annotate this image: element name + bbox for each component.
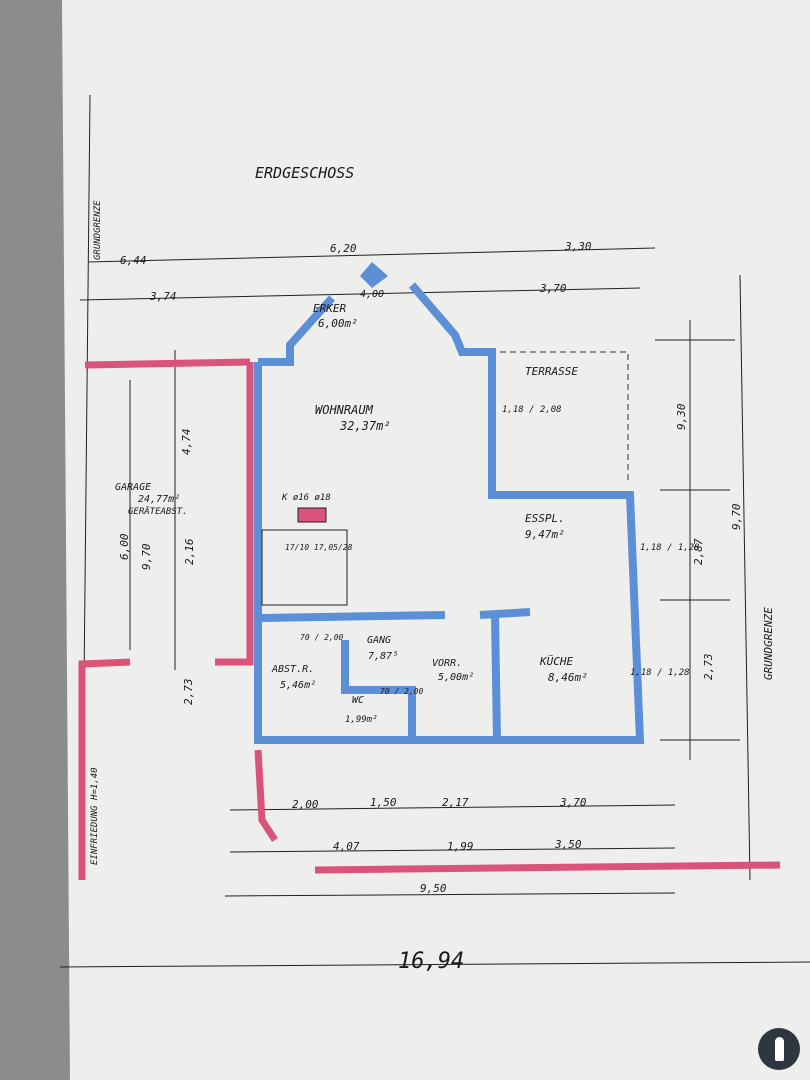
grundgrenze-right: GRUNDGRENZE — [762, 607, 775, 680]
dim-top-4: 3,74 — [149, 290, 177, 303]
room-area-vorr: 5,00m² — [438, 672, 474, 683]
grundgrenze-left: GRUNDGRENZE — [93, 200, 103, 260]
erker-apex — [360, 262, 388, 288]
door-label-wc: 70 / 2,00 — [380, 687, 424, 696]
door-label-gang: 70 / 2,00 — [300, 633, 344, 642]
dim-overall: 16,94 — [398, 949, 464, 974]
window-label-1: 1,18 / 2,08 — [502, 405, 562, 415]
einfriedung-label: EINFRIEDUNG H=1,40 — [90, 767, 100, 865]
dim-top-3: 3,30 — [564, 240, 592, 253]
room-name-esspl: ESSPL. — [525, 512, 565, 525]
stair — [261, 529, 348, 606]
dim-garage-3: 9,70 — [140, 543, 153, 570]
room-area-kueche: 8,46m² — [548, 671, 588, 684]
room-area-gang: 7,87⁵ — [368, 651, 398, 662]
dim-bottom-4: 3,70 — [559, 796, 587, 809]
dim-bottom-2: 1,50 — [370, 796, 397, 809]
dim-right-2: 2,87 — [692, 538, 705, 565]
terrasse-outline — [500, 351, 629, 480]
dim-top-1: 6,44 — [120, 254, 147, 267]
interior-walls — [254, 282, 645, 744]
dim-top-5: 4,00 — [360, 289, 384, 300]
plan-title: ERDGESCHOSS — [255, 164, 354, 182]
dim-bottom-3: 2,17 — [442, 796, 469, 809]
dim-garage-1: 4,74 — [180, 429, 193, 456]
room-name-kueche: KÜCHE — [539, 655, 573, 668]
dim-bottom-5: 4,07 — [333, 840, 360, 853]
room-name-abstr: ABST.R. — [271, 664, 314, 675]
dim-bottom-total: 9,50 — [420, 882, 447, 895]
stair-label: 17/10 17,05/28 — [285, 543, 353, 552]
room-area-wohnraum: 32,37m² — [339, 419, 391, 433]
dim-right-3: 2,73 — [702, 654, 715, 681]
exterior-walls — [78, 358, 781, 880]
dim-bottom-7: 3,50 — [554, 838, 582, 851]
room-note-garage: GERÄTEABST. — [128, 506, 188, 517]
room-area-abstr: 5,46m² — [280, 680, 316, 691]
room-area-erker: 6,00m² — [318, 317, 358, 330]
dim-top-6: 3,70 — [539, 282, 567, 295]
room-name-vorr: VORR. — [432, 658, 462, 669]
dim-garage-4: 2,16 — [183, 538, 196, 565]
room-area-garage: 24,77m² — [138, 494, 180, 505]
dim-right-1: 9,30 — [675, 403, 688, 430]
dim-garage-2: 6,00 — [118, 533, 131, 560]
dim-garage-5: 2,73 — [182, 679, 195, 706]
chimney — [297, 507, 327, 523]
watermark-logo-icon — [758, 1028, 800, 1070]
room-area-esspl: 9,47m² — [525, 528, 565, 541]
room-name-terrasse: TERRASSE — [525, 365, 578, 378]
window-label-2: 1,18 / 1,28 — [640, 543, 700, 553]
room-area-wc: 1,99m² — [345, 715, 378, 725]
room-name-wohnraum: WOHNRAUM — [315, 403, 374, 417]
dim-bottom-1: 2,00 — [292, 798, 319, 811]
chimney-label: K ø16 ø18 — [281, 493, 331, 503]
dim-right-4: 9,70 — [730, 503, 743, 530]
window-label-3: 1,18 / 1,28 — [630, 668, 690, 678]
room-name-garage: GARAGE — [115, 482, 151, 493]
room-name-gang: GANG — [367, 635, 391, 646]
dim-bottom-6: 1,99 — [447, 840, 474, 853]
dim-top-2: 6,20 — [330, 242, 357, 255]
room-name-erker: ERKER — [313, 302, 346, 315]
room-name-wc: WC — [352, 695, 364, 706]
